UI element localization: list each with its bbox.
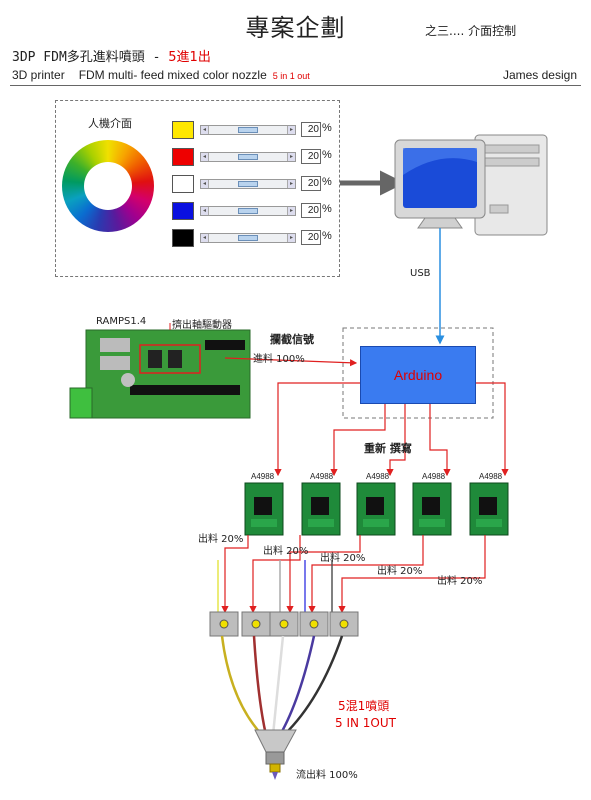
output-label-1: 出料 20% [198, 534, 244, 545]
project-en-title: 3D printer [12, 68, 65, 82]
slider-thumb[interactable] [238, 181, 258, 187]
slider-thumb[interactable] [238, 235, 258, 241]
color-swatch[interactable] [172, 229, 194, 247]
arduino-board: Arduino [360, 346, 476, 404]
slider-left-arrow-icon[interactable]: ◂ [201, 207, 209, 215]
slider-left-arrow-icon[interactable]: ◂ [201, 126, 209, 134]
output-label-4: 出料 20% [377, 566, 423, 577]
slider-left-arrow-icon[interactable]: ◂ [201, 180, 209, 188]
project-highlight: 5進1出 [168, 50, 211, 65]
slider-thumb[interactable] [238, 154, 258, 160]
ui-panel-label: 人機介面 [88, 117, 132, 130]
project-title-line: 3DP FDM多孔進料噴頭 - 5進1出 [12, 46, 211, 65]
percent-input[interactable]: 20 [301, 203, 321, 218]
slider-left-arrow-icon[interactable]: ◂ [201, 234, 209, 242]
color-swatch[interactable] [172, 202, 194, 220]
flow-label: 流出料 100% [296, 770, 358, 781]
driver-label-2: A4988 [310, 472, 334, 481]
nozzle-label-cn: 5混1噴頭 [338, 699, 390, 713]
slider-right-arrow-icon[interactable]: ▸ [287, 207, 295, 215]
page-subtitle: 之三.... 介面控制 [425, 24, 517, 38]
driver-callout: 擠出軸驅動器 [172, 320, 232, 331]
project-en-desc: FDM multi- feed mixed color nozzle [78, 68, 267, 82]
slider-right-arrow-icon[interactable]: ▸ [287, 153, 295, 161]
color-swatch[interactable] [172, 121, 194, 139]
nozzle-icon [254, 729, 297, 780]
output-label-3: 出料 20% [320, 553, 366, 564]
feed-label: 進料 100% [253, 354, 305, 365]
header-divider [10, 85, 581, 86]
color-slider[interactable]: ◂▸ [200, 152, 296, 162]
slider-right-arrow-icon[interactable]: ▸ [287, 234, 295, 242]
rewrite-label: 重新 撰寫 [364, 442, 412, 455]
project-title: 3DP FDM多孔進料噴頭 - [12, 50, 169, 65]
percent-input[interactable]: 20 [301, 176, 321, 191]
ramps-to-arduino-arrow [224, 357, 358, 367]
percent-input[interactable]: 20 [301, 230, 321, 245]
ui-panel [55, 100, 340, 277]
color-wheel-icon[interactable] [62, 140, 154, 232]
intercept-label: 攔截信號 [270, 333, 314, 346]
nozzle-label-en: 5 IN 1OUT [335, 716, 396, 730]
output-label-2: 出料 20% [263, 546, 309, 557]
output-label-5: 出料 20% [437, 576, 483, 587]
project-description-line: 3D printer FDM multi- feed mixed color no… [12, 68, 310, 82]
driver-label-3: A4988 [366, 472, 390, 481]
color-slider[interactable]: ◂▸ [200, 233, 296, 243]
page-title: 專案企劃 [245, 14, 346, 42]
percent-sign: % [322, 149, 332, 161]
project-en-highlight: 5 in 1 out [272, 71, 310, 81]
slider-thumb[interactable] [238, 208, 258, 214]
driver-boards [244, 482, 509, 536]
percent-sign: % [322, 203, 332, 215]
percent-sign: % [322, 176, 332, 188]
color-slider[interactable]: ◂▸ [200, 179, 296, 189]
color-slider[interactable]: ◂▸ [200, 206, 296, 216]
percent-input[interactable]: 20 [301, 122, 321, 137]
driver-label-1: A4988 [251, 472, 275, 481]
slider-right-arrow-icon[interactable]: ▸ [287, 180, 295, 188]
ramps-label: RAMPS1.4 [96, 316, 147, 327]
percent-sign: % [322, 122, 332, 134]
color-slider[interactable]: ◂▸ [200, 125, 296, 135]
percent-sign: % [322, 230, 332, 242]
computer-icon [394, 134, 548, 236]
driver-label-4: A4988 [422, 472, 446, 481]
slider-left-arrow-icon[interactable]: ◂ [201, 153, 209, 161]
slider-right-arrow-icon[interactable]: ▸ [287, 126, 295, 134]
ramps-board-icon [69, 329, 251, 419]
percent-input[interactable]: 20 [301, 149, 321, 164]
usb-label: USB [410, 268, 431, 279]
extruder-motors [209, 611, 359, 637]
color-swatch[interactable] [172, 148, 194, 166]
intercept-box [342, 327, 494, 419]
color-swatch[interactable] [172, 175, 194, 193]
driver-label-5: A4988 [479, 472, 503, 481]
slider-thumb[interactable] [238, 127, 258, 133]
author-credit: James design [502, 68, 577, 82]
